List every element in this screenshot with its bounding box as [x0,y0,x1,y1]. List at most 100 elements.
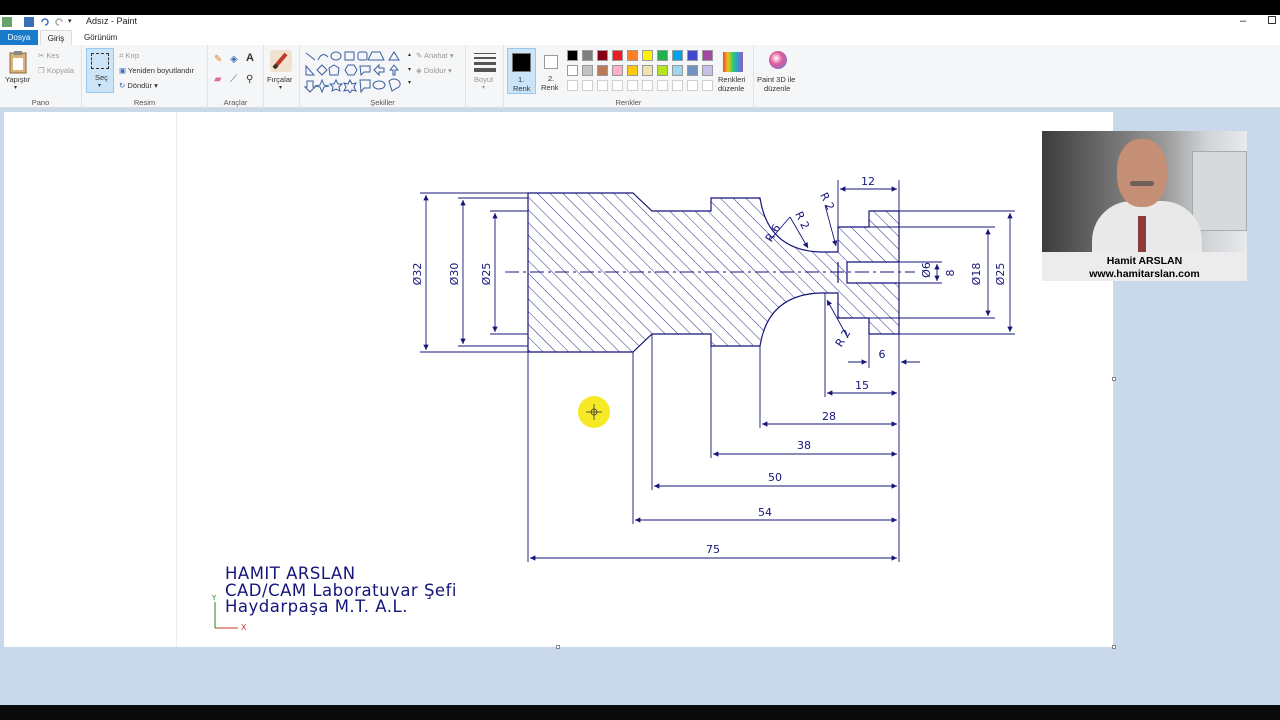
palette-swatch[interactable] [657,50,668,61]
resize-handle-corner[interactable] [1112,645,1116,649]
presenter-url: www.hamitarslan.com [1089,268,1200,280]
palette-swatch[interactable] [672,65,683,76]
palette-swatch[interactable] [627,50,638,61]
fill-bucket-icon[interactable]: ◈ [230,54,238,65]
custom-color-slot[interactable] [567,80,578,91]
radius-r2-c: R 2 [833,327,854,349]
tab-view[interactable]: Görünüm [84,33,118,42]
customize-quick-access-icon[interactable]: ▾ [68,18,72,25]
shapes-scroll-up-icon[interactable]: ▴ [408,52,412,58]
dim-50: 50 [768,471,782,484]
dim-54: 54 [758,506,772,519]
resize-button[interactable]: ▣ Yeniden boyutlandır [119,66,194,75]
custom-color-slot[interactable] [642,80,653,91]
crop-button[interactable]: ⌗ Kırp [119,51,139,61]
palette-swatch[interactable] [672,50,683,61]
crop-label: Kırp [125,51,140,60]
magnifier-icon[interactable]: ⚲ [246,74,254,85]
color1-label: 1. [518,75,525,84]
copy-icon: ❐ [38,66,47,75]
palette-swatch[interactable] [597,65,608,76]
color1-button[interactable]: 1. Renk [507,48,536,94]
resize-handle-bottom[interactable] [556,645,560,649]
custom-color-slot[interactable] [657,80,668,91]
dim-28: 28 [822,410,836,423]
custom-color-slot[interactable] [582,80,593,91]
custom-color-slot[interactable] [702,80,713,91]
paste-dropdown-icon[interactable]: ▾ [14,85,18,91]
palette-swatch[interactable] [612,50,623,61]
paste-button[interactable] [8,50,28,74]
color1-swatch [512,53,531,72]
resize-handle-right[interactable] [1112,377,1116,381]
rotate-icon: ↻ [119,81,128,90]
text-tool-icon[interactable]: A [246,52,254,64]
crop-icon: ⌗ [119,51,126,60]
resize-icon: ▣ [119,66,129,75]
size-dropdown-icon: ▾ [482,85,486,91]
custom-color-slot[interactable] [627,80,638,91]
brushes-button[interactable]: Fırçalar ▾ [264,45,300,108]
save-icon[interactable] [24,17,34,27]
palette-swatch[interactable] [687,65,698,76]
palette-swatch[interactable] [687,50,698,61]
rotate-button[interactable]: ↻ Döndür ▾ [119,81,158,90]
color-picker-icon[interactable]: ⟋ [230,74,237,85]
dim-d30: Ø30 [448,263,461,286]
palette-swatch[interactable] [642,65,653,76]
shape-gallery[interactable] [303,51,408,94]
palette-swatch[interactable] [627,65,638,76]
ribbon-tabs: Dosya Giriş Görünüm [0,30,1280,45]
color2-button[interactable]: 2. Renk [538,48,564,94]
palette-swatch[interactable] [597,50,608,61]
dim-12: 12 [861,175,875,188]
outline-button[interactable]: ✎ Anahat ▾ [416,51,454,60]
eraser-icon[interactable]: ▰ [214,74,222,85]
custom-color-slot[interactable] [597,80,608,91]
shapes-scroll-down-icon[interactable]: ▾ [408,67,412,73]
palette-swatch[interactable] [642,50,653,61]
palette-swatch[interactable] [612,65,623,76]
tab-file[interactable]: Dosya [0,30,38,45]
redo-icon[interactable] [54,17,64,27]
edit-colors-button[interactable]: Renkleri düzenle [718,50,749,94]
dim-d6: Ø6 [920,262,933,278]
shapes-expand-icon[interactable]: ▾ [408,80,412,86]
paint3d-button[interactable]: Paint 3D ile düzenle [754,45,802,108]
pencil-icon[interactable]: ✎ [214,54,223,65]
extension-lines [420,180,1015,562]
custom-color-slot[interactable] [612,80,623,91]
cut-button[interactable]: ✂ Kes [38,51,59,60]
minimize-icon[interactable]: – [1240,15,1247,27]
palette-swatch[interactable] [582,65,593,76]
copy-button[interactable]: ❐ Kopyala [38,66,74,75]
shapes-group: ▴ ▾ ▾ ✎ Anahat ▾ ◈ Doldur ▾ Şekiller [300,45,466,108]
select-dropdown-icon: ▾ [98,83,102,89]
presenter-video [1042,131,1247,252]
undo-icon[interactable] [40,17,50,27]
radius-r2-b: R 2 [817,190,837,212]
app-icon [2,17,12,27]
custom-color-slot[interactable] [672,80,683,91]
fill-button[interactable]: ◈ Doldur ▾ [416,66,452,75]
palette-swatch[interactable] [567,65,578,76]
brushes-label: Fırçalar [267,75,293,84]
palette-swatch[interactable] [702,65,713,76]
palette-swatch[interactable] [582,50,593,61]
palette-swatch[interactable] [657,65,668,76]
select-button[interactable]: Seç ▾ [86,48,114,93]
maximize-icon[interactable] [1268,16,1276,24]
size-button[interactable]: Boyut ▾ [466,45,504,108]
color2-swatch [544,55,558,69]
palette-swatch[interactable] [567,50,578,61]
tab-home[interactable]: Giriş [40,30,72,45]
window-title: Adsız - Paint [86,16,138,26]
ucs-axis-icon: Y X [211,594,247,632]
edit-colors-icon [723,52,743,72]
tools-group: ✎ ◈ A ▰ ⟋ ⚲ Araçlar [208,45,264,108]
custom-color-slot[interactable] [687,80,698,91]
title-bar: ▾ Adsız - Paint – [0,15,1280,30]
palette-swatch[interactable] [702,50,713,61]
dim-8: 8 [944,270,957,277]
